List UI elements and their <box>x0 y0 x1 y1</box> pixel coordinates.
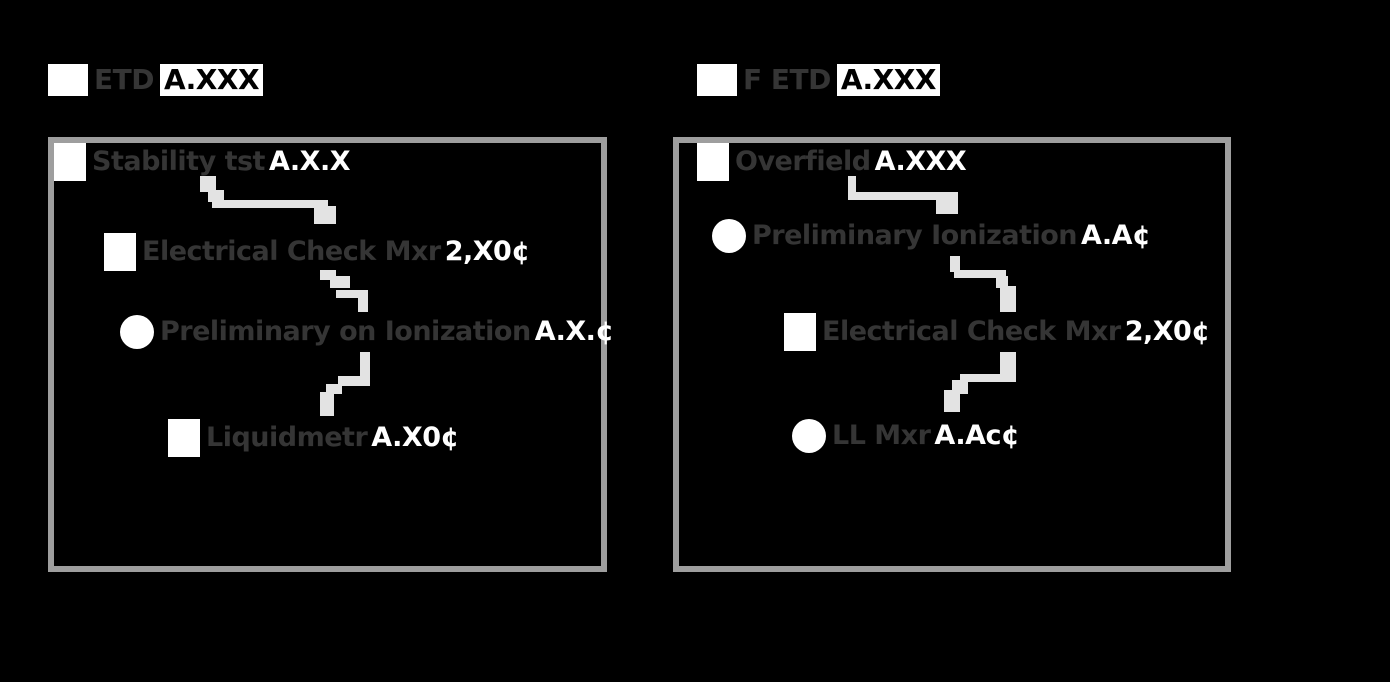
right-node-2[interactable]: Preliminary Ionization A.A¢ <box>712 216 1151 256</box>
connector <box>320 270 336 280</box>
left-node-2[interactable]: Electrical Check Mxr 2,X0¢ <box>104 232 530 272</box>
circle-icon <box>712 219 746 253</box>
connector <box>936 196 958 214</box>
node-label: Overfield <box>735 146 871 177</box>
connector <box>330 276 350 288</box>
right-heading-label: F ETD <box>743 63 831 96</box>
node-label: Liquidmetr <box>206 422 368 453</box>
left-heading-value: A.XXX <box>159 64 264 96</box>
connector <box>212 200 328 208</box>
node-label: Electrical Check Mxr <box>822 316 1121 347</box>
node-value: A.A¢ <box>1081 220 1151 251</box>
connector <box>336 290 368 298</box>
right-node-4[interactable]: LL Mxr A.Ac¢ <box>792 416 1020 456</box>
connector <box>996 276 1008 288</box>
node-value: A.X0¢ <box>371 422 459 453</box>
left-node-3[interactable]: Preliminary on Ionization A.X.¢ <box>120 312 614 352</box>
square-icon <box>54 143 86 181</box>
square-icon <box>48 64 88 96</box>
right-node-1[interactable]: Overfield A.XXX <box>697 142 967 182</box>
right-heading: F ETD A.XXX <box>697 64 940 96</box>
node-value: A.XXX <box>874 146 967 177</box>
connector <box>200 176 216 192</box>
connector <box>960 374 1016 382</box>
node-value: A.Ac¢ <box>934 420 1020 451</box>
connector <box>848 192 958 200</box>
left-heading: ETD A.XXX <box>48 63 264 96</box>
connector <box>944 390 960 412</box>
connector <box>320 392 334 416</box>
node-value: 2,X0¢ <box>444 236 530 267</box>
node-value: A.X.X <box>268 146 351 177</box>
right-panel <box>673 137 1231 572</box>
circle-icon <box>120 315 154 349</box>
connector <box>950 256 960 272</box>
node-label: Preliminary Ionization <box>752 220 1078 251</box>
connector <box>326 384 342 394</box>
left-node-4[interactable]: Liquidmetr A.X0¢ <box>168 418 459 458</box>
connector <box>360 352 370 380</box>
node-label: Stability tst <box>92 146 265 177</box>
right-heading-value: A.XXX <box>836 64 940 96</box>
node-label: Electrical Check Mxr <box>142 236 441 267</box>
square-icon <box>784 313 816 351</box>
square-icon <box>104 233 136 271</box>
connector <box>1000 286 1016 312</box>
node-label: Preliminary on Ionization <box>160 316 531 347</box>
left-node-1[interactable]: Stability tst A.X.X <box>54 142 351 182</box>
connector <box>338 376 370 386</box>
square-icon <box>697 64 737 96</box>
left-heading-label: ETD <box>94 63 154 96</box>
connector <box>314 206 336 224</box>
square-icon <box>697 143 729 181</box>
connector <box>954 270 1006 278</box>
connector <box>848 176 856 198</box>
right-node-3[interactable]: Electrical Check Mxr 2,X0¢ <box>784 312 1210 352</box>
connector <box>1000 352 1016 376</box>
left-panel <box>48 137 607 572</box>
node-label: LL Mxr <box>832 420 931 451</box>
circle-icon <box>792 419 826 453</box>
square-icon <box>168 419 200 457</box>
connector <box>358 290 368 312</box>
node-value: A.X.¢ <box>534 316 615 347</box>
node-value: 2,X0¢ <box>1124 316 1210 347</box>
connector <box>208 190 224 202</box>
